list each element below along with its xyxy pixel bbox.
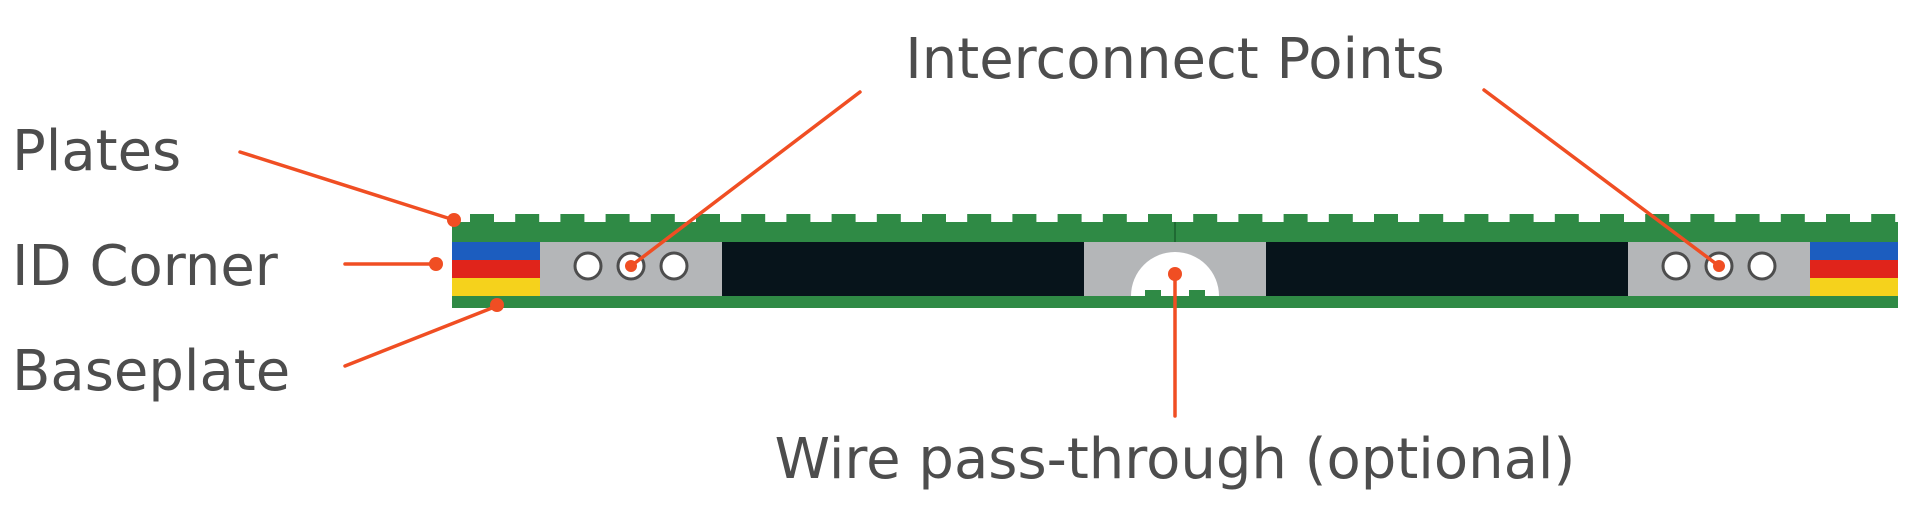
- plate-stud: [1600, 214, 1624, 222]
- plate-stud: [1012, 214, 1037, 222]
- plate-stud: [1464, 214, 1489, 222]
- plate-stud: [1509, 214, 1534, 222]
- right-void: [1266, 242, 1628, 296]
- plate-stud: [1735, 214, 1760, 222]
- circle-hole-icon: [659, 251, 689, 281]
- plate-stud: [650, 214, 675, 222]
- dot-icon: [1713, 260, 1725, 272]
- plate-stud: [1826, 214, 1850, 222]
- baseplate-label: Baseplate: [12, 339, 290, 404]
- plate-stud: [831, 214, 856, 222]
- plate-stud: [741, 214, 766, 222]
- dot-icon: [429, 257, 443, 271]
- circle-hole-icon: [1747, 251, 1777, 281]
- plate-stud: [876, 214, 901, 222]
- interconnect-left-leader-line: [629, 90, 862, 268]
- plate-stud: [1238, 214, 1263, 222]
- wire-pass-through-label: Wire pass-through (optional): [775, 427, 1576, 492]
- plate-stud: [1780, 214, 1805, 222]
- plate-stud: [1328, 214, 1353, 222]
- plate-stud: [1283, 214, 1308, 222]
- interconnect-right-leader-line: [1482, 88, 1721, 268]
- plate-stud: [1871, 214, 1896, 222]
- plate-stud: [967, 214, 992, 222]
- right-interconnect-holes: [1661, 251, 1777, 281]
- dot-icon: [490, 298, 504, 312]
- plate-studs: [470, 214, 1896, 222]
- plate-stud: [560, 214, 585, 222]
- plate-stud: [1057, 214, 1082, 222]
- plate-stud: [605, 214, 630, 222]
- left-interconnect-holes: [573, 251, 689, 281]
- plate-stud: [515, 214, 540, 222]
- plate-stud: [1102, 214, 1127, 222]
- circle-hole-icon: [573, 251, 603, 281]
- interconnect-points-label: Interconnect Points: [905, 27, 1444, 92]
- plate-stud: [696, 214, 720, 222]
- baseplate-leader-line: [343, 304, 499, 368]
- id-corner-label: ID Corner: [12, 234, 279, 299]
- plate-stud: [1419, 214, 1444, 222]
- plates-label: Plates: [12, 119, 181, 184]
- right-id-corner: [1810, 242, 1898, 296]
- left-void: [722, 242, 1084, 296]
- baseplate-stud-right: [1189, 290, 1205, 296]
- dot-icon: [447, 213, 461, 227]
- circle-hole-icon: [1661, 251, 1691, 281]
- plate-stud: [786, 214, 811, 222]
- plate-stud: [1554, 214, 1579, 222]
- dot-icon: [1168, 267, 1182, 281]
- left-id-corner: [452, 242, 540, 296]
- dot-icon: [625, 260, 637, 272]
- plates-leader-line: [238, 150, 456, 222]
- plate-stud: [1193, 214, 1218, 222]
- plate-stud: [1690, 214, 1715, 222]
- baseplate-stud-left: [1145, 290, 1161, 296]
- plate-stud: [1374, 214, 1398, 222]
- plate-stud: [470, 214, 494, 222]
- plate-stud: [1148, 214, 1172, 222]
- plate-stud: [922, 214, 946, 222]
